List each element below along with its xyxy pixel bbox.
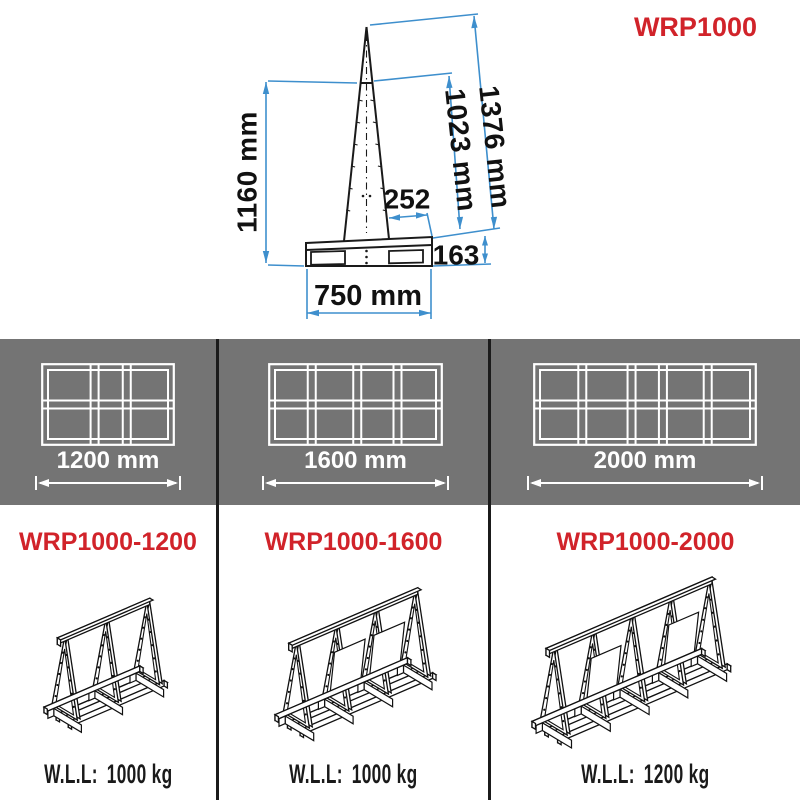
centerline bbox=[346, 34, 387, 233]
top-view-drawing-2000 bbox=[533, 363, 757, 446]
aframe-profile bbox=[305, 26, 433, 267]
width-label-1600: 1600 mm bbox=[304, 447, 407, 474]
model-label-1200: WRP1000-1200 bbox=[19, 528, 197, 556]
dim-base-height: 163 bbox=[433, 240, 480, 271]
spec-band: 1200 mm 1600 mm 2000 mm bbox=[0, 339, 800, 505]
top-view-drawing-1200 bbox=[41, 363, 175, 446]
wll-row-1200: W.L.L: 1000 kg bbox=[0, 758, 216, 790]
center-dots bbox=[361, 194, 372, 265]
arrow-right-icon bbox=[749, 479, 760, 487]
dim-base-width: 750 mm bbox=[314, 280, 422, 312]
arrow-right-icon bbox=[167, 479, 178, 487]
dimension-arrow-line bbox=[35, 476, 181, 490]
width-dimension-2000: 2000 mm bbox=[527, 447, 763, 490]
model-label-2000: WRP1000-2000 bbox=[556, 528, 735, 556]
page-title: WRP1000 bbox=[633, 12, 757, 42]
dim-left-height: 1160 mm bbox=[232, 111, 263, 233]
wll-label-1200: W.L.L: bbox=[43, 758, 98, 789]
width-dimension-1200: 1200 mm bbox=[35, 447, 181, 490]
arrow-right-icon bbox=[435, 479, 446, 487]
iso-drawing-1600 bbox=[273, 586, 438, 742]
top-view-drawing-1600 bbox=[268, 363, 443, 446]
model-label-1600: WRP1000-1600 bbox=[264, 528, 443, 556]
dim-top-width: 252 bbox=[384, 184, 431, 215]
width-dimension-1600: 1600 mm bbox=[262, 447, 449, 490]
column-divider-right bbox=[488, 339, 491, 800]
iso-drawing-2000 bbox=[530, 576, 733, 750]
dimension-arrow-line bbox=[262, 476, 449, 490]
column-divider-left bbox=[216, 339, 219, 800]
dimension-arrow-line bbox=[527, 476, 763, 490]
cross-section-drawing: 1160 mm 1376 mm 1023 mm 252 163 750 mm bbox=[232, 13, 517, 319]
width-label-2000: 2000 mm bbox=[593, 447, 697, 474]
dimension-arrows bbox=[262, 16, 498, 317]
wll-row-2000: W.L.L: 1200 kg bbox=[491, 758, 800, 790]
wll-label-2000: W.L.L: bbox=[581, 758, 636, 789]
iso-drawing-1200 bbox=[42, 597, 169, 734]
wll-row-1600: W.L.L: 1000 kg bbox=[219, 758, 488, 790]
wll-value-1200: 1000 kg bbox=[106, 758, 173, 789]
wll-value-1600: 1000 kg bbox=[352, 758, 418, 789]
wll-value-2000: 1200 kg bbox=[644, 758, 710, 789]
width-label-1200: 1200 mm bbox=[56, 447, 160, 474]
wll-label-1600: W.L.L: bbox=[289, 758, 344, 789]
